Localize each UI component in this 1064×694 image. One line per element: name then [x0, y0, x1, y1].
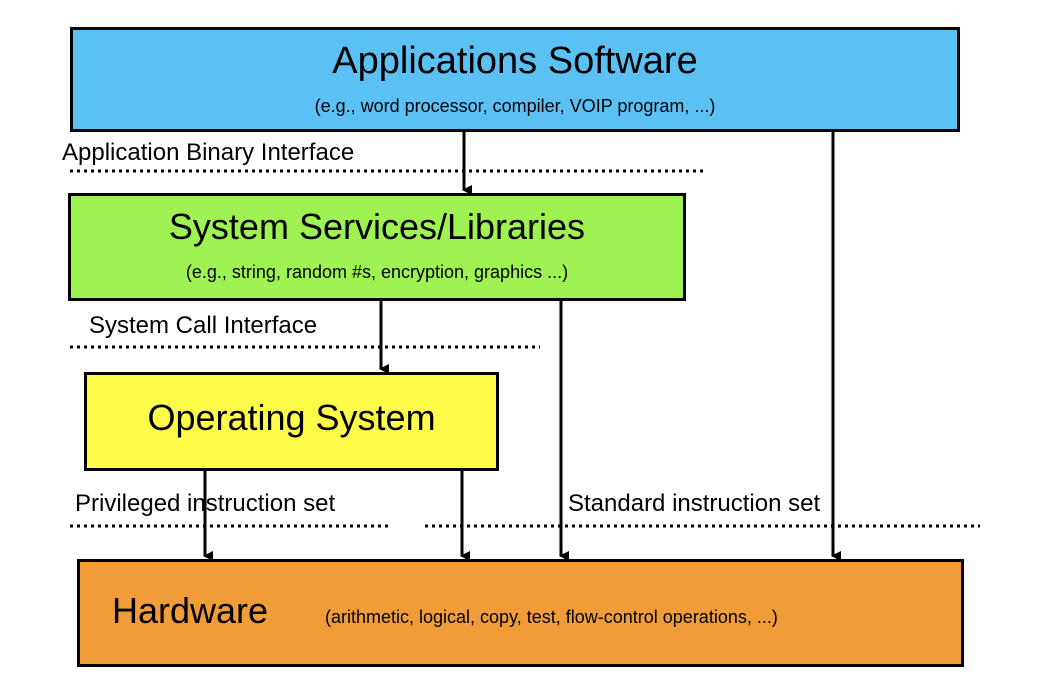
applications-software-title: Applications Software [332, 40, 698, 82]
privileged-instruction-set-label: Privileged instruction set [75, 490, 336, 517]
operating-system-title: Operating System [147, 397, 436, 438]
standard-instruction-set-label: Standard instruction set [568, 490, 821, 517]
hardware-subtitle: (arithmetic, logical, copy, test, flow-c… [325, 607, 778, 627]
system-libraries-subtitle: (e.g., string, random #s, encryption, gr… [185, 262, 569, 282]
applications-software-box: Applications Software (e.g., word proces… [70, 27, 960, 132]
system-call-interface-label: System Call Interface [89, 312, 318, 339]
hardware-title: Hardware [112, 590, 269, 631]
system-libraries-title: System Services/Libraries [168, 206, 586, 247]
applications-software-subtitle: (e.g., word processor, compiler, VOIP pr… [314, 96, 716, 116]
hardware-box: Hardware (arithmetic, logical, copy, tes… [77, 559, 964, 667]
operating-system-box: Operating System [84, 372, 499, 471]
system-libraries-box: System Services/Libraries (e.g., string,… [68, 193, 686, 301]
abi-label: Application Binary Interface [62, 139, 355, 166]
